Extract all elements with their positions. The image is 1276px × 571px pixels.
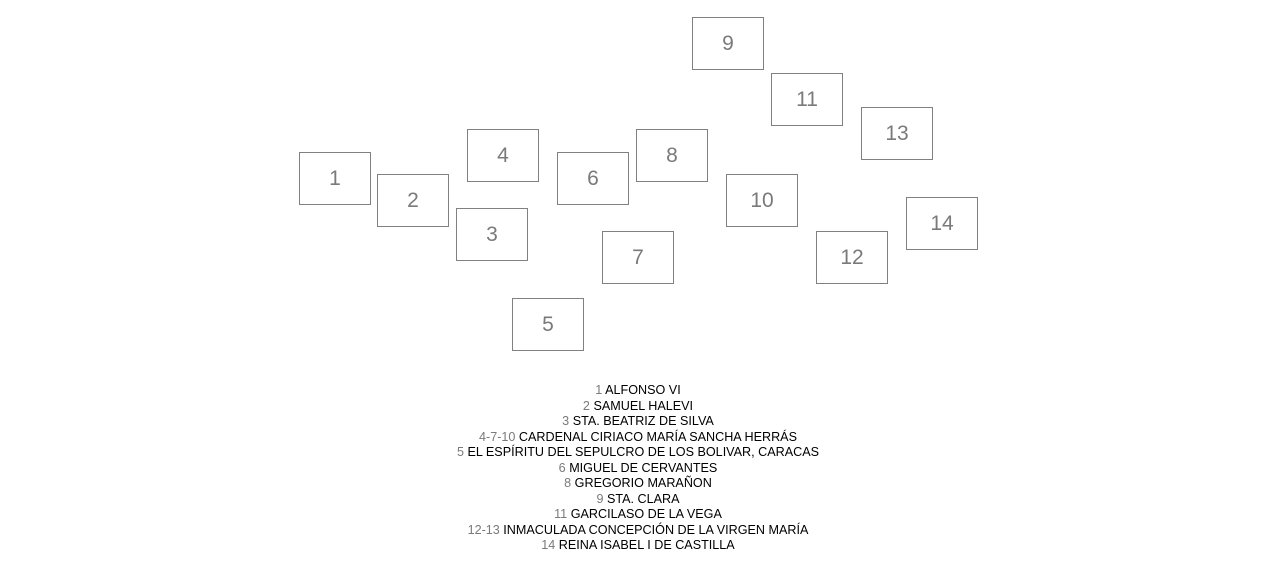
seat-box-1[interactable]: 1 [299, 152, 371, 205]
legend-item: 5 EL ESPÍRITU DEL SEPULCRO DE LOS BOLIVA… [0, 445, 1276, 461]
legend-text: INMACULADA CONCEPCIÓN DE LA VIRGEN MARÍA [503, 522, 809, 537]
seat-box-13[interactable]: 13 [861, 107, 933, 160]
legend-number: 9 [596, 491, 604, 506]
legend-text: MIGUEL DE CERVANTES [569, 460, 718, 475]
seat-box-12[interactable]: 12 [816, 231, 888, 284]
seat-box-7[interactable]: 7 [602, 231, 674, 284]
seat-box-9[interactable]: 9 [692, 17, 764, 70]
seat-box-2[interactable]: 2 [377, 174, 449, 227]
legend-number: 4-7-10 [479, 429, 516, 444]
seat-box-5[interactable]: 5 [512, 298, 584, 351]
legend-text: SAMUEL HALEVI [593, 398, 694, 413]
legend-text: ALFONSO VI [605, 383, 681, 397]
seat-box-3[interactable]: 3 [456, 208, 528, 261]
legend-item: 14 REINA ISABEL I DE CASTILLA [0, 538, 1276, 554]
seat-box-11[interactable]: 11 [771, 73, 843, 126]
legend-number: 8 [564, 476, 572, 490]
legend-number: 3 [562, 414, 570, 428]
legend-item: 6 MIGUEL DE CERVANTES [0, 461, 1276, 477]
legend-item: 2 SAMUEL HALEVI [0, 399, 1276, 415]
legend-text: GARCILASO DE LA VEGA [570, 507, 722, 521]
legend-text: STA. BEATRIZ DE SILVA [572, 414, 714, 428]
legend-number: 1 [595, 383, 603, 397]
seat-box-6[interactable]: 6 [557, 152, 629, 205]
legend: 1 ALFONSO VI 2 SAMUEL HALEVI 3 STA. BEAT… [0, 383, 1276, 554]
legend-item: 12-13 INMACULADA CONCEPCIÓN DE LA VIRGEN… [0, 523, 1276, 539]
legend-text: REINA ISABEL I DE CASTILLA [558, 538, 735, 552]
legend-item: 3 STA. BEATRIZ DE SILVA [0, 414, 1276, 430]
legend-number: 12-13 [467, 522, 500, 537]
seat-box-4[interactable]: 4 [467, 129, 539, 182]
legend-item: 9 STA. CLARA [0, 492, 1276, 508]
legend-text: GREGORIO MARAÑON [574, 476, 712, 490]
legend-text: STA. CLARA [606, 491, 680, 506]
legend-number: 14 [541, 538, 556, 552]
seat-box-10[interactable]: 10 [726, 174, 798, 227]
legend-number: 6 [558, 460, 566, 475]
legend-item: 1 ALFONSO VI [0, 383, 1276, 399]
legend-number: 2 [582, 398, 590, 413]
seat-box-8[interactable]: 8 [636, 129, 708, 182]
legend-text: CARDENAL CIRIACO MARÍA SANCHA HERRÁS [518, 429, 797, 444]
seat-box-14[interactable]: 14 [906, 197, 978, 250]
legend-number: 11 [554, 507, 568, 521]
legend-text: EL ESPÍRITU DEL SEPULCRO DE LOS BOLIVAR,… [467, 445, 820, 459]
legend-item: 4-7-10 CARDENAL CIRIACO MARÍA SANCHA HER… [0, 430, 1276, 446]
legend-number: 5 [456, 445, 464, 459]
legend-item: 8 GREGORIO MARAÑON [0, 476, 1276, 492]
legend-item: 11 GARCILASO DE LA VEGA [0, 507, 1276, 523]
